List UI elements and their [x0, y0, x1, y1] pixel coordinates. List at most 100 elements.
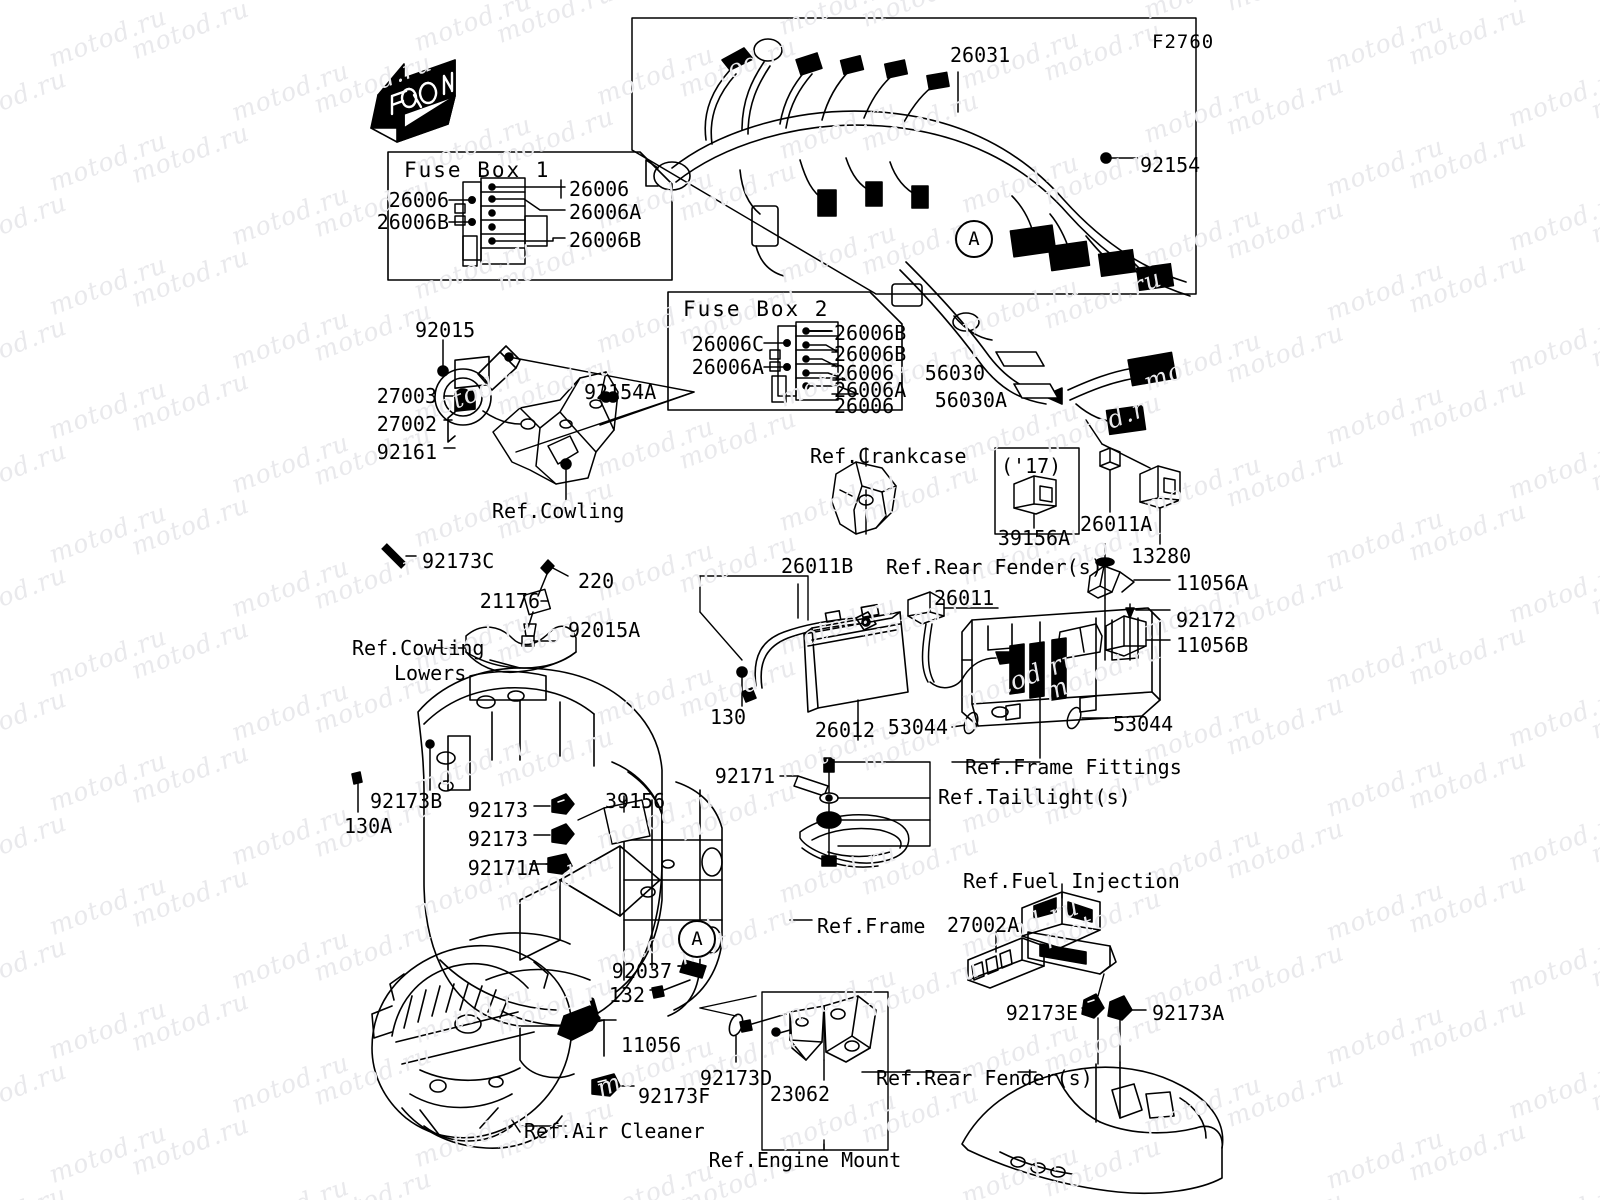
part-callout-92171a: 92171A	[467, 856, 540, 880]
part-callout-92173f: 92173F	[638, 1084, 711, 1108]
frame-assembly	[417, 667, 723, 1079]
part-callout-ref-crankcase: Ref.Crankcase	[810, 444, 967, 468]
part-callout-ref-cowling: Ref.Cowling	[492, 499, 625, 523]
part-callout-92161: 92161	[376, 440, 437, 464]
clip-92173f	[591, 1073, 621, 1097]
part-callout-130: 130	[709, 705, 747, 729]
part-callout-56030: 56030	[924, 361, 985, 385]
fuse-box-1-right-label-1: 26006A	[569, 200, 642, 224]
fuse-box-2-frame	[667, 291, 903, 411]
part-callout-92173e: 92173E	[1005, 1001, 1078, 1025]
fuse-box-1-frame	[387, 151, 673, 281]
part-callout-92173b: 92173B	[370, 789, 443, 813]
fuse-box-2-left-label-0: 26006C	[691, 332, 764, 356]
clip-92173-b	[551, 823, 575, 845]
part-callout-92173c: 92173C	[422, 549, 495, 573]
part-callout-26011b: 26011B	[781, 554, 854, 578]
part-callout-92173: 92173	[467, 798, 528, 822]
part-callout-27002a: 27002A	[947, 913, 1020, 937]
part-callout-ref-frame-fittings: Ref.Frame Fittings	[965, 755, 1182, 779]
air-cleaner	[371, 944, 573, 1149]
part-callout-26011a: 26011A	[1080, 512, 1153, 536]
part-callout-39156a: 39156A	[997, 526, 1071, 550]
part-callout-26011: 26011	[934, 586, 995, 610]
engine-mount-box	[761, 991, 889, 1151]
part-callout-39156: 39156	[605, 789, 666, 813]
fuse-box-1-title: Fuse Box 1	[404, 158, 551, 182]
section-mark-a-1: A	[955, 220, 993, 258]
relay-13280	[1139, 465, 1181, 509]
part-callout-ref-fuel-injection: Ref.Fuel Injection	[963, 869, 1180, 893]
patch-39156	[577, 799, 651, 845]
harness-region-outline	[631, 17, 1197, 295]
part-callout-ref-air-cleaner: Ref.Air Cleaner	[524, 1119, 705, 1143]
year-variant-label: ('17)	[1001, 454, 1062, 478]
grommet-53044-right	[1066, 706, 1082, 730]
grommet-53044-left	[963, 711, 979, 735]
part-callout-92154a: 92154A	[584, 380, 657, 404]
crankcase-ref-part	[831, 461, 897, 535]
part-callout-92172: 92172	[1176, 608, 1237, 632]
connector-27002a	[967, 937, 1045, 989]
fuse-box-2-left-label-1: 26006A	[691, 355, 764, 379]
part-callout-132: 132	[608, 983, 645, 1007]
part-callout-ref-cowling: Ref.Cowling	[352, 636, 485, 660]
sensor-21176	[521, 559, 569, 647]
part-callout-92173d: 92173D	[699, 1066, 773, 1090]
part-callout-92173: 92173	[467, 827, 528, 851]
bolt-130a	[351, 771, 363, 813]
part-callout-27003: 27003	[376, 384, 437, 408]
fuse-box-2-right-label-4: 26006	[834, 394, 895, 418]
engine-mount-bracket	[771, 995, 877, 1063]
clamp-92171	[793, 775, 829, 797]
section-mark-a-2: A	[678, 920, 716, 958]
part-callout-ref-frame: Ref.Frame	[817, 914, 926, 938]
screw-13280	[1095, 557, 1115, 599]
horn-assembly	[434, 339, 521, 449]
clip-92173a	[1107, 995, 1133, 1021]
cowling-bracket	[492, 356, 695, 485]
part-callout-92037: 92037	[611, 959, 672, 983]
part-callout-92171: 92171	[714, 764, 775, 788]
battery-26012	[803, 603, 909, 713]
main-wiring-harness	[645, 38, 1191, 436]
bolt-132	[651, 979, 691, 999]
battery-cable-26011b	[736, 611, 877, 707]
fuse-box-1-left-label-0: 26006	[388, 188, 449, 212]
bracket-11056	[557, 997, 601, 1041]
fuse-box-2-right-label-1: 26006B	[834, 342, 907, 366]
fuse-box-1-right-label-0: 26006	[569, 177, 630, 201]
part-callout-23062: 23062	[769, 1082, 831, 1106]
part-callout-13280: 13280	[1131, 544, 1192, 568]
clip-92173e	[1081, 993, 1105, 1019]
part-callout-ref-rear-fender-s: Ref.Rear Fender(s)	[886, 555, 1103, 579]
part-callout-ref-taillight-s: Ref.Taillight(s)	[938, 785, 1131, 809]
relay-39156a	[1013, 475, 1057, 515]
part-callout-ref-rear-fender-s: Ref.Rear Fender(s)	[876, 1066, 1093, 1090]
clip-92037	[679, 959, 707, 979]
fuse-box-2-title: Fuse Box 2	[683, 297, 830, 321]
bracket-11056b	[1057, 615, 1147, 659]
part-callout-92173a: 92173A	[1152, 1001, 1225, 1025]
part-callout-92154: 92154	[1140, 153, 1201, 177]
rear-fender	[961, 1061, 1224, 1195]
part-callout-92015: 92015	[415, 318, 476, 342]
part-callout-53044: 53044	[1113, 712, 1174, 736]
part-callout-26012: 26012	[814, 718, 876, 742]
part-callout-27002: 27002	[376, 412, 437, 436]
part-callout-11056b: 11056B	[1176, 633, 1249, 657]
part-callout-220: 220	[578, 569, 615, 593]
part-callout-130a: 130A	[344, 814, 393, 838]
front-arrow-icon	[370, 59, 456, 143]
year-variant-box	[994, 447, 1080, 535]
clamp-92173c	[381, 543, 417, 569]
taillight-fastener-stack	[816, 757, 842, 867]
clip-92173-a	[551, 793, 575, 815]
clip-92171a	[547, 853, 573, 875]
taillight-part	[799, 814, 910, 868]
part-callout-21176: 21176	[479, 589, 540, 613]
part-callout-lowers: Lowers	[394, 661, 467, 685]
part-callout-56030a: 56030A	[934, 388, 1007, 412]
